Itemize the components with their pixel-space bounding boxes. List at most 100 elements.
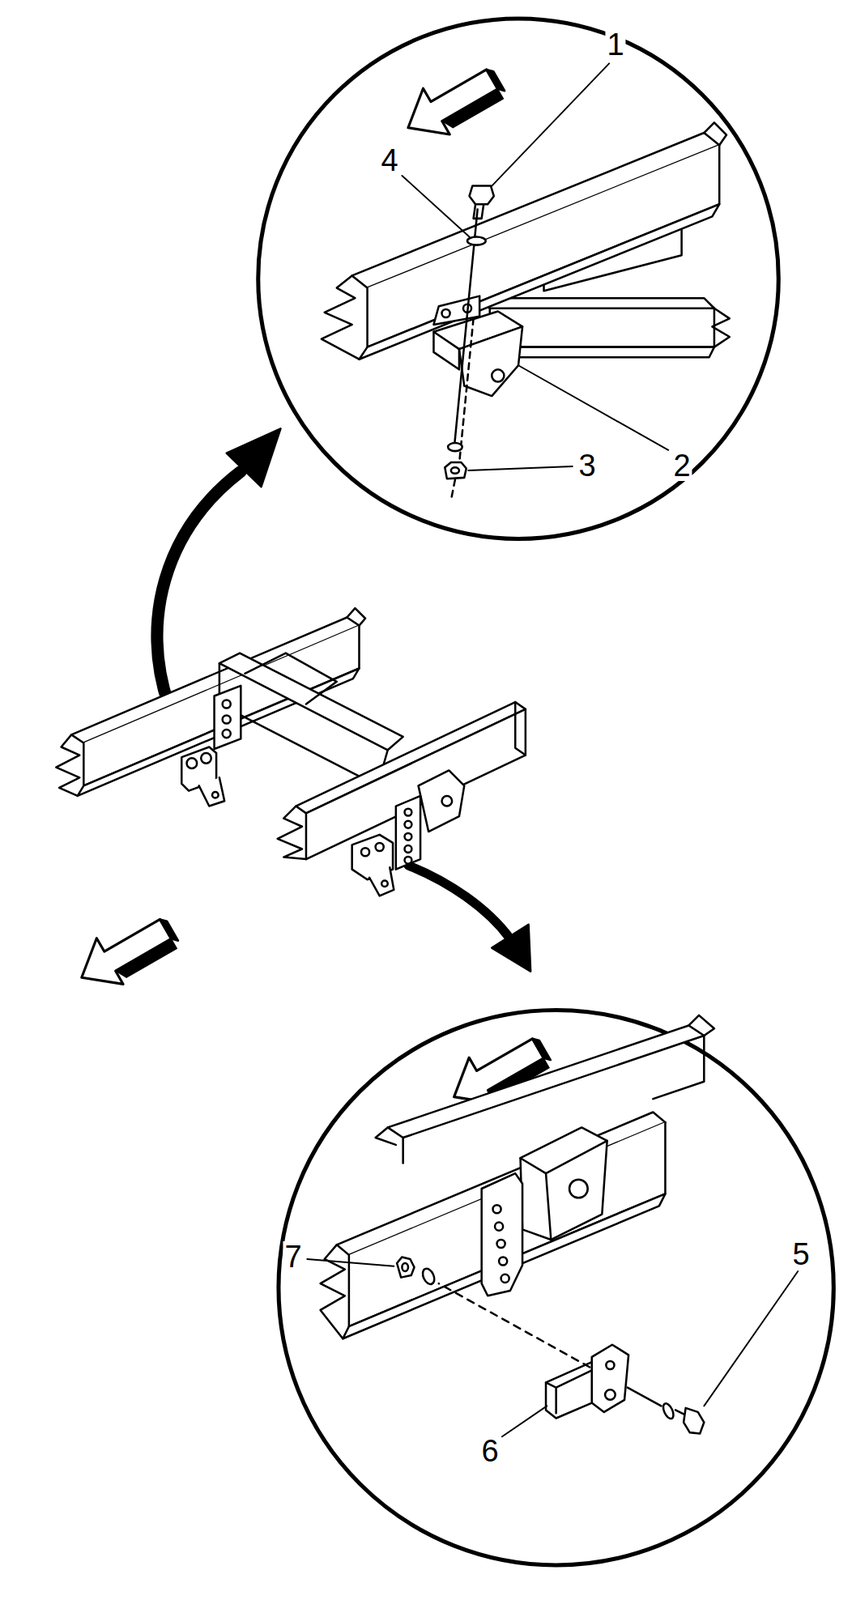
frame-bracket [459, 326, 523, 397]
frame-overview [68, 903, 184, 1002]
pointer-arrow [408, 865, 511, 940]
frame-overview [369, 867, 394, 896]
frame-overview [346, 608, 366, 626]
pointer-arrow [226, 428, 282, 487]
frame-bracket [433, 332, 459, 371]
frame-overview [404, 845, 413, 853]
bolt-assembly [444, 186, 494, 501]
frame-overview [199, 777, 225, 806]
bolt-assembly [459, 318, 474, 465]
frame-bracket [545, 1362, 593, 1419]
hanger-bracket [569, 1180, 588, 1199]
bolt-assembly [660, 1401, 676, 1421]
leader-line [306, 1259, 798, 1437]
leader-line [703, 1271, 798, 1406]
frame-overview [222, 715, 231, 724]
detail-circle-bottom [278, 1010, 834, 1566]
bolt-assembly [447, 443, 463, 452]
leader-line [401, 63, 669, 471]
frame-overview [418, 770, 465, 832]
frame-bracket [545, 1370, 593, 1414]
frame-overview [55, 734, 80, 797]
detail-circle-top [489, 308, 715, 348]
frame-overview [404, 809, 413, 817]
callout-number: 6 [479, 1435, 500, 1467]
frame-bracket [442, 309, 451, 318]
detail-circle-top [395, 53, 511, 151]
detail-circle-bottom [278, 1010, 834, 1566]
callout-number: 2 [671, 450, 692, 482]
leader-line [468, 466, 573, 471]
frame-overview [55, 608, 526, 1001]
bolt-assembly [420, 1267, 437, 1287]
detail-circle-bottom [375, 1127, 397, 1145]
bolt-assembly [444, 462, 466, 479]
hanger-bracket [501, 1274, 510, 1283]
pointer-arrow [491, 924, 531, 972]
detail-circle-top [258, 18, 780, 540]
bolt-assembly [401, 1263, 409, 1272]
hanger-bracket [498, 1256, 507, 1266]
frame-overview [515, 702, 526, 756]
leader-line [502, 1405, 547, 1437]
hanger-bracket [494, 1222, 503, 1232]
frame-overview [404, 821, 413, 829]
bolt-assembly [469, 186, 495, 205]
frame-bracket [605, 1361, 614, 1370]
frame-overview [219, 653, 404, 751]
frame-overview [442, 796, 453, 807]
detail-circle-top [367, 144, 720, 347]
callout-number: 3 [576, 450, 597, 482]
frame-overview [404, 833, 413, 841]
frame-bracket [545, 1345, 629, 1419]
frame-overview [222, 700, 231, 709]
bolt-assembly [451, 467, 460, 474]
hanger-bracket [481, 1173, 523, 1296]
hanger-bracket [520, 1127, 608, 1240]
callout-number: 7 [282, 1241, 303, 1273]
frame-overview [222, 729, 231, 738]
frame-overview [187, 758, 198, 769]
bolt-assembly [467, 237, 486, 246]
frame-overview [219, 663, 388, 786]
detail-circle-top [711, 308, 729, 348]
detail-circle-top [358, 204, 720, 360]
frame-bracket [592, 1345, 629, 1413]
leader-line [491, 63, 610, 186]
hanger-bracket [493, 1205, 502, 1214]
frame-bracket [433, 296, 523, 397]
detail-circle-bottom [320, 1244, 346, 1339]
bolt-assembly [683, 1408, 704, 1434]
bolt-assembly [396, 1256, 414, 1278]
frame-overview [212, 792, 219, 799]
leader-line [518, 365, 669, 451]
frame-overview [375, 843, 384, 852]
callout-number: 1 [604, 29, 626, 60]
frame-bracket [604, 1389, 616, 1401]
detail-circle-bottom [688, 1015, 714, 1036]
detail-circle-top [479, 298, 715, 309]
bolt-assembly [438, 1283, 590, 1368]
frame-overview [214, 685, 242, 750]
hanger-bracket [520, 1141, 608, 1240]
frame-overview [277, 806, 307, 861]
bolt-assembly [451, 479, 456, 500]
frame-overview [381, 881, 388, 888]
detail-circle-top [321, 275, 360, 359]
frame-overview [404, 856, 413, 865]
frame-overview [361, 847, 370, 857]
bolt-assembly [396, 1256, 704, 1434]
leader-line [401, 175, 469, 238]
callout-number: 5 [790, 1239, 811, 1270]
leader-line [306, 1259, 394, 1267]
hanger-bracket [497, 1239, 506, 1249]
callout-number: 4 [379, 144, 400, 176]
bolt-assembly [473, 204, 485, 219]
frame-overview [396, 796, 421, 870]
hanger-bracket [481, 1127, 608, 1296]
frame-bracket [491, 369, 504, 382]
bolt-assembly [627, 1388, 662, 1407]
